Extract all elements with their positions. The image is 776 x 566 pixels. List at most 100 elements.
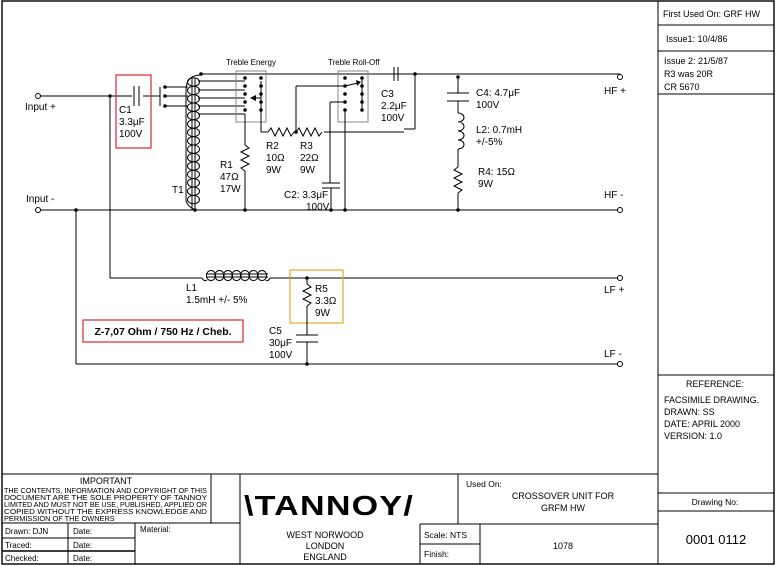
- t1-coil-loop: [187, 144, 200, 154]
- lf-minus-terminal[interactable]: [617, 361, 623, 367]
- r5-label: R5: [315, 284, 328, 295]
- c5-label: C5: [269, 326, 282, 337]
- l1-coil-loop: [205, 270, 217, 281]
- t1-coil-loop: [187, 178, 200, 188]
- important-text: THE CONTENTS, INFORMATION AND COPYRIGHT …: [4, 486, 207, 495]
- design-note: Z-7,07 Ohm / 750 Hz / Cheb.: [94, 326, 231, 338]
- important-text: DOCUMENT ARE THE SOLE PROPERTY OF TANNOY: [4, 493, 207, 502]
- lf-plus-terminal[interactable]: [617, 275, 623, 281]
- drawing-no: 0001 0112: [686, 532, 747, 547]
- switch-contact: [343, 92, 347, 96]
- r3-label: R3: [300, 141, 313, 152]
- transformer-t1: T1: [172, 74, 202, 211]
- address-line: LONDON: [306, 541, 345, 551]
- r2-value: 10Ω: [266, 153, 285, 164]
- switch-wiper-icon: [356, 80, 361, 86]
- r3-resistor: [295, 126, 323, 138]
- part-number: 1078: [553, 541, 573, 551]
- checked-date: Date:: [73, 554, 92, 563]
- l1-label: L1: [186, 283, 198, 294]
- treble-energy-switch[interactable]: [235, 70, 267, 123]
- junction-dot: [163, 94, 167, 98]
- r1-value: 47Ω: [220, 172, 239, 183]
- finish-label: Finish:: [424, 549, 449, 559]
- junction-dot: [243, 208, 247, 212]
- t1-coil-loop: [187, 161, 200, 171]
- l1-coil-loop: [214, 270, 225, 281]
- c3-value: 2.2μF: [381, 101, 407, 112]
- switch-contact: [243, 76, 247, 80]
- hf-minus-terminal[interactable]: [617, 207, 623, 213]
- junction-dot: [329, 208, 333, 212]
- used-on-line: GRFM HW: [541, 503, 585, 513]
- circuit: Input + C1 3.3μF 100V T1 Treble: [25, 58, 626, 367]
- junction-dot: [193, 208, 197, 212]
- l1-coil-loop: [248, 270, 259, 281]
- input-plus-terminal[interactable]: [35, 93, 41, 99]
- t1-winding: [185, 74, 202, 211]
- address-line: ENGLAND: [303, 552, 347, 562]
- l1-inductor: [201, 270, 271, 282]
- switch-contact: [243, 84, 247, 88]
- tannoy-logo-text: \TANNOY/: [244, 490, 414, 521]
- t1-coil-loop: [187, 94, 200, 104]
- hf-minus-label: HF -: [604, 190, 623, 201]
- important-text: COPIED WITHOUT THE EXPRESS KNOWLEDGE AND: [4, 507, 207, 516]
- l2-inductor: [457, 112, 465, 150]
- drawn-date: Date:: [73, 527, 92, 536]
- t1-coil-loop: [187, 119, 200, 129]
- r2-resistor: [267, 126, 295, 138]
- l1-value: 1.5mH +/- 5%: [186, 295, 248, 306]
- c4-voltage: 100V: [476, 100, 500, 111]
- traced-date: Date:: [73, 541, 92, 550]
- l1-coil-loop: [222, 270, 234, 281]
- input-plus-label: Input +: [25, 102, 56, 113]
- t1-coil-loop: [187, 77, 200, 87]
- treble-rolloff-switch[interactable]: [337, 70, 369, 123]
- t1-coil-loop: [187, 152, 200, 163]
- reference-line: DATE: APRIL 2000: [664, 419, 740, 429]
- l1-coil-loop: [256, 270, 268, 281]
- material-label: Material:: [140, 525, 171, 534]
- c2-voltage: 100V: [306, 202, 330, 213]
- t1-coil-loop: [187, 186, 200, 196]
- switch-contact: [259, 76, 263, 80]
- r4-resistor: [452, 166, 464, 194]
- c5-value: 30μF: [269, 338, 292, 349]
- c1-voltage: 100V: [119, 129, 143, 140]
- lf-minus-label: LF -: [604, 349, 622, 360]
- c4-label: C4: 4.7μF: [476, 88, 520, 99]
- r3-power: 9W: [300, 165, 316, 176]
- r5-power: 9W: [315, 308, 331, 319]
- r5-value: 3.3Ω: [315, 296, 337, 307]
- treble-energy-label: Treble Energy: [226, 58, 276, 67]
- switch-wiper-icon: [250, 95, 256, 101]
- junction-dot: [163, 85, 167, 89]
- t1-coil-loop: [187, 194, 200, 205]
- input-minus-terminal[interactable]: [35, 207, 41, 213]
- address-line: WEST NORWOOD: [286, 530, 364, 540]
- r1-resistor: [239, 144, 251, 172]
- r5-highlight: [289, 269, 344, 324]
- r1-label: R1: [220, 160, 233, 171]
- issue-1: Issue1: 10/4/86: [666, 34, 728, 44]
- r5-resistor: [301, 283, 313, 307]
- issue-2-line2: R3 was 20R: [664, 69, 714, 79]
- c1-label: C1: [119, 105, 132, 116]
- t1-coil-loop: [187, 85, 200, 96]
- c1-highlight: [115, 74, 152, 149]
- r4-power: 9W: [478, 179, 494, 190]
- r3-value: 22Ω: [300, 153, 319, 164]
- junction-dot: [163, 104, 167, 108]
- drawn-by: Drawn: DJN: [5, 527, 48, 536]
- hf-plus-terminal[interactable]: [617, 74, 623, 80]
- scale-label: Scale: NTS: [424, 530, 467, 540]
- tannoy-logo: \TANNOY/: [244, 490, 414, 521]
- l2-tolerance: +/-5%: [476, 137, 503, 148]
- c5-voltage: 100V: [269, 350, 293, 361]
- switch-contact: [243, 100, 247, 104]
- checked-by: Checked:: [5, 554, 39, 563]
- used-on-line: CROSSOVER UNIT FOR: [512, 491, 615, 501]
- switch-contact: [343, 76, 347, 80]
